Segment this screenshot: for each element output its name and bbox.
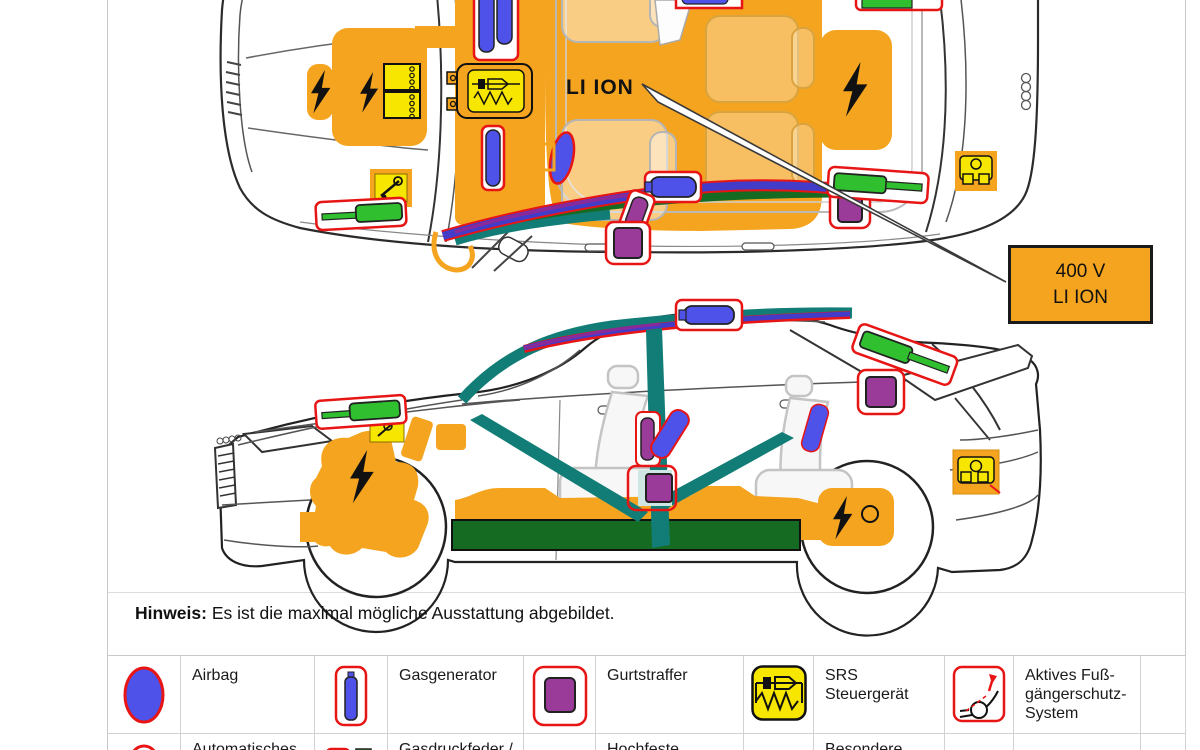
curtain-airbag-side [523,311,851,353]
srs-control-unit-top [446,63,533,119]
audi-rings-rear [1020,72,1032,111]
gas-strut-marker [851,323,959,386]
legend-label: Automatisches [181,734,315,750]
gas-strut-marker [314,393,408,430]
legend-label: Airbag [181,656,315,734]
12v-battery-icon [383,63,421,120]
note-text: Hinweis: Es ist die maximal mögliche Aus… [135,603,615,623]
rear-e-motor [818,488,894,546]
legend-table: Airbag Gasgenerator Gurtstraffer SRS Ste… [108,655,1186,750]
legend-label: SRS Steuergerät [814,656,945,734]
gas-generator-icon [315,656,388,734]
legend-label: Gasdruckfeder / [388,734,524,750]
pedestrian-protection-icon [945,656,1014,734]
charge-port-icon [952,449,1001,495]
high-strength-member [453,208,611,246]
legend-label: Aktives Fuß- gängerschutz- System [1014,656,1141,734]
gas-strut-icon [315,734,388,750]
srs-control-unit-icon [744,656,814,734]
hv-cable-arm [431,231,475,273]
high-strength-brace [470,414,648,522]
special-feature-icon [744,734,814,750]
seats-top-view [561,0,815,221]
legend-label: Gasgenerator [388,656,524,734]
seat-airbag-marker [650,409,690,459]
belt-tensioner-marker [604,220,652,266]
hv-callout-box: 400 V LI ION [1008,245,1153,324]
door-handle [741,242,775,251]
callout-leader-line [641,83,1007,283]
audi-rings-front [216,434,242,445]
rollover-ellipse-icon [108,734,181,750]
charge-port-icon [955,151,997,191]
high-strength-brace [660,432,794,508]
high-strength-roof [457,307,853,404]
hv-battery-label: LI ION [566,76,634,99]
front-e-motor [300,430,429,558]
rear-spoiler [897,343,1034,402]
section-divider [108,592,1186,593]
airbag-icon [108,656,181,734]
gas-generator-marker [674,298,744,332]
belt-tensioner-marker [856,368,906,416]
legend-label: Hochfeste [596,734,744,750]
note-label: Hinweis: [135,603,207,623]
hv-callout-voltage: 400 V [1055,261,1106,283]
high-strength-structure-icon [524,734,596,750]
legend-label [1014,734,1141,750]
headlight [241,424,335,454]
legend-filler [1141,734,1186,750]
page-left-border [107,0,108,750]
legend-empty-icon [945,734,1014,750]
hv-callout-type: LI ION [1053,286,1108,308]
legend-label: Besondere [814,734,945,750]
belt-tensioner-icon [524,656,596,734]
top-view-car [219,0,1040,283]
front-grille [225,61,243,116]
seat-airbag-marker [800,403,830,453]
legend-label: Gurtstraffer [596,656,744,734]
rescue-sheet-illustration [213,0,1042,637]
gas-strut-marker [826,165,930,205]
front-grille-side [213,442,238,510]
cut-top-markers [674,0,944,12]
cowl-hv-parts [401,416,466,462]
gas-strut-marker [314,196,408,232]
page-right-border [1185,0,1186,750]
gas-generator-marker [643,170,703,204]
battery-frame-sill [451,519,801,551]
airbag-marker [472,0,576,192]
side-view-car [213,298,1042,637]
legend-filler [1141,656,1186,734]
